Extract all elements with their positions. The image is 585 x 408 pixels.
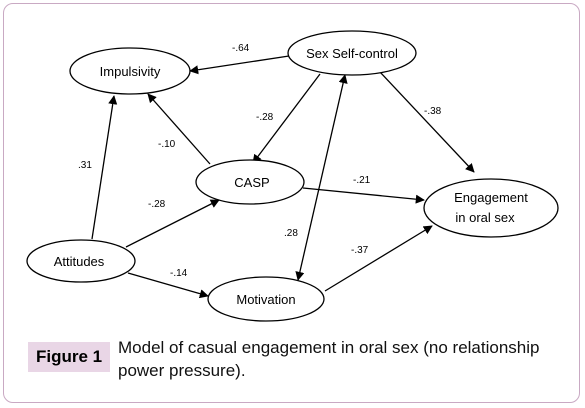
node-label-engagement-line2: in oral sex [455,210,515,225]
edge-attitudes-impulsivity [91,95,118,240]
node-label-sex-self-control: Sex Self-control [306,46,398,61]
edge-ssc-engagement [379,71,475,173]
node-label-engagement-line1: Engagement [454,190,528,205]
edge-label-motivation-engagement: -.37 [351,245,369,256]
node-label-attitudes: Attitudes [54,254,105,269]
edge-label-ssc-impulsivity: -.64 [232,43,250,54]
edge-motivation-ssc [295,74,348,281]
edge-label-casp-impulsivity: -.10 [158,139,176,150]
node-impulsivity [69,47,191,95]
node-motivation [207,276,325,322]
edge-label-attitudes-casp: -.28 [148,199,166,210]
edge-label-attitudes-impulsivity: .31 [78,160,92,171]
figure-caption-text: Model of casual engagement in oral sex (… [118,338,540,380]
node-label-casp: CASP [234,175,269,190]
edge-label-ssc-casp: -.28 [256,112,274,123]
edge-casp-impulsivity [147,93,211,165]
node-sex-self-control [287,30,417,76]
node-casp [195,159,305,205]
node-label-impulsivity: Impulsivity [100,64,161,79]
edge-label-casp-engagement: -.21 [353,175,371,186]
node-attitudes [26,239,136,283]
node-engagement [423,178,559,238]
edge-casp-engagement [302,187,425,204]
edge-label-ssc-engagement: -.38 [424,106,442,117]
edge-motivation-engagement [324,225,433,292]
edge-label-motivation-ssc: .28 [284,228,298,239]
node-label-motivation: Motivation [236,292,295,307]
edge-label-attitudes-motivation: -.14 [170,268,188,279]
figure-tag: Figure 1 [28,342,111,372]
edge-attitudes-casp [125,199,220,248]
edge-ssc-impulsivity [189,55,290,75]
path-diagram: -.64 -.28 -.10 -.38 .31 -.28 -.21 .28 -.… [26,30,559,322]
edge-attitudes-motivation [127,272,209,299]
